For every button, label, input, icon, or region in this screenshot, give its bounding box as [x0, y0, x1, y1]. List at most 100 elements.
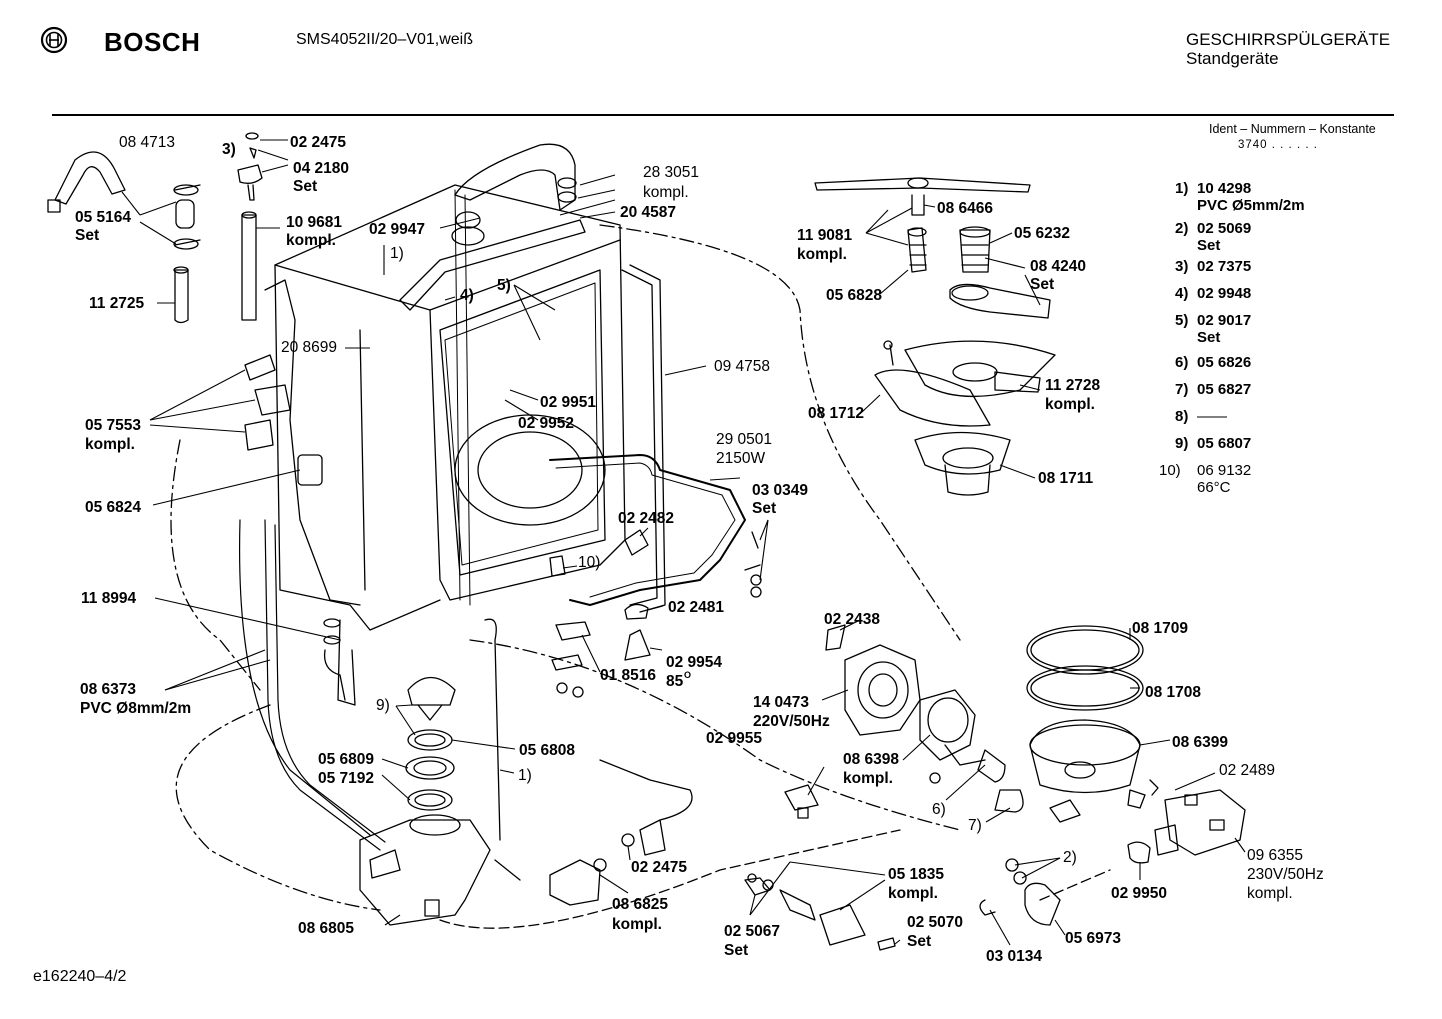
- tube-118994: [337, 619, 356, 706]
- label-140473: 14 0473: [753, 694, 809, 711]
- legend-value: 02 9948: [1197, 285, 1252, 302]
- label-283051-kompl: kompl.: [643, 184, 689, 201]
- label-057553: 05 7553: [85, 417, 141, 434]
- tub-shape: [274, 184, 626, 631]
- label-096355: 09 6355: [1247, 847, 1303, 864]
- label-85: 85: [666, 673, 684, 690]
- label-056824: 05 6824: [85, 499, 141, 516]
- label-055164-set: Set: [75, 227, 99, 244]
- door-seal: [454, 189, 471, 606]
- tube-056232: [959, 229, 991, 273]
- label-109681: 10 9681: [286, 214, 342, 231]
- legend-key: 8): [1175, 408, 1189, 425]
- legend-item: 2) 02 5069 Set: [1175, 220, 1415, 258]
- label-084240-set: Set: [1030, 276, 1054, 293]
- legend-item: 4) 02 9948: [1175, 285, 1415, 312]
- label-ref-9: 9): [376, 697, 390, 714]
- label-057192: 05 7192: [318, 770, 374, 787]
- thermostat-10: [549, 555, 566, 577]
- label-086373: 08 6373: [80, 681, 136, 698]
- label-081711: 08 1711: [1038, 470, 1094, 487]
- bracket-051835: [819, 904, 866, 946]
- label-290501: 29 0501: [716, 431, 772, 448]
- legend-key: 1): [1175, 180, 1189, 197]
- label-ref-3: 3): [222, 141, 236, 158]
- label-ref-1-top: 1): [390, 245, 404, 262]
- hose-056973: [1024, 882, 1061, 926]
- legend-sub: Set: [1197, 237, 1221, 254]
- coarse-filter-081711: [914, 431, 1011, 475]
- bracket-022482: [624, 529, 649, 556]
- sensor-029954: [624, 629, 651, 661]
- grommet-022481: [624, 603, 649, 620]
- washer-set: [551, 654, 583, 671]
- microfilter-081712: [874, 369, 991, 427]
- label-ref-10: 10): [578, 554, 600, 571]
- base-outline: [170, 439, 261, 691]
- label-086466: 08 6466: [937, 200, 993, 217]
- conn-dash-2: [1039, 869, 1111, 901]
- drain-valve-086825: [549, 859, 601, 906]
- label-056232: 05 6232: [1014, 225, 1070, 242]
- legend-key: 7): [1175, 381, 1189, 398]
- label-042180-set: Set: [293, 178, 317, 195]
- label-022475-top: 02 2475: [290, 134, 346, 151]
- legend-value: 05 6826: [1197, 354, 1252, 371]
- legend-value: ——: [1197, 408, 1227, 425]
- hose-7: [994, 789, 1024, 813]
- clamp-084713: [54, 151, 126, 205]
- label-030349: 03 0349: [752, 482, 808, 499]
- label-086373-pvc: PVC Ø8mm/2m: [80, 700, 191, 717]
- label-112728: 11 2728: [1045, 377, 1101, 394]
- label-030134: 03 0134: [986, 948, 1042, 965]
- label-086399: 08 6399: [1172, 734, 1228, 751]
- ring-081708: [1026, 665, 1144, 711]
- label-018516: 01 8516: [600, 667, 656, 684]
- base-outline-lower: [175, 704, 381, 911]
- label-109681-kompl: kompl.: [286, 232, 336, 249]
- label-029954: 02 9954: [666, 654, 722, 671]
- legend-key: 5): [1175, 312, 1189, 329]
- heater-element: [549, 454, 746, 606]
- seal-029950: [1127, 841, 1151, 864]
- legend-value: 06 9132: [1197, 462, 1252, 479]
- label-081712: 08 1712: [808, 405, 864, 422]
- header-divider: [52, 114, 1394, 116]
- hose-6: [977, 749, 1006, 783]
- bracket-029955: [784, 784, 819, 811]
- label-056809: 05 6809: [318, 751, 374, 768]
- circulation-pump: [825, 624, 986, 766]
- label-204587: 20 4587: [620, 204, 676, 221]
- legend-value: 02 5069: [1197, 220, 1252, 237]
- label-119081-kompl: kompl.: [797, 246, 847, 263]
- label-029955: 02 9955: [706, 730, 762, 747]
- label-118994: 11 8994: [81, 590, 137, 607]
- label-ref-1-mid: 1): [518, 767, 532, 784]
- label-025070: 02 5070: [907, 914, 963, 931]
- holder-084240: [949, 283, 1051, 319]
- label-086805: 08 6805: [298, 920, 354, 937]
- reference-legend: 1) 10 4298 PVC Ø5mm/2m 2) 02 5069 Set 3)…: [1159, 180, 1415, 502]
- label-084240: 08 4240: [1030, 258, 1086, 275]
- label-051835-kompl: kompl.: [888, 885, 938, 902]
- label-2150w: 2150W: [716, 450, 765, 467]
- label-022438: 02 2438: [824, 611, 880, 628]
- brand-name: BOSCH: [104, 27, 201, 57]
- label-85-degree: O: [684, 670, 691, 680]
- label-029947: 02 9947: [369, 221, 425, 238]
- nozzle-056828: [907, 227, 927, 273]
- label-112728-kompl: kompl.: [1045, 396, 1095, 413]
- screw-025070: [877, 937, 896, 951]
- legend-key: 3): [1175, 258, 1189, 275]
- label-025067: 02 5067: [724, 923, 780, 940]
- valve-096355: [1164, 789, 1246, 856]
- legend-item: 5) 02 9017 Set: [1175, 312, 1415, 354]
- drain-hose: [264, 519, 381, 851]
- label-140473-voltage: 220V/50Hz: [753, 713, 830, 730]
- label-025067-set: Set: [724, 942, 748, 959]
- label-022475-bottom: 02 2475: [631, 859, 687, 876]
- label-056828: 05 6828: [826, 287, 882, 304]
- label-030349-set: Set: [752, 500, 776, 517]
- legend-sub: Set: [1197, 329, 1221, 346]
- category-title: GESCHIRRSPÜLGERÄTE: [1186, 30, 1391, 49]
